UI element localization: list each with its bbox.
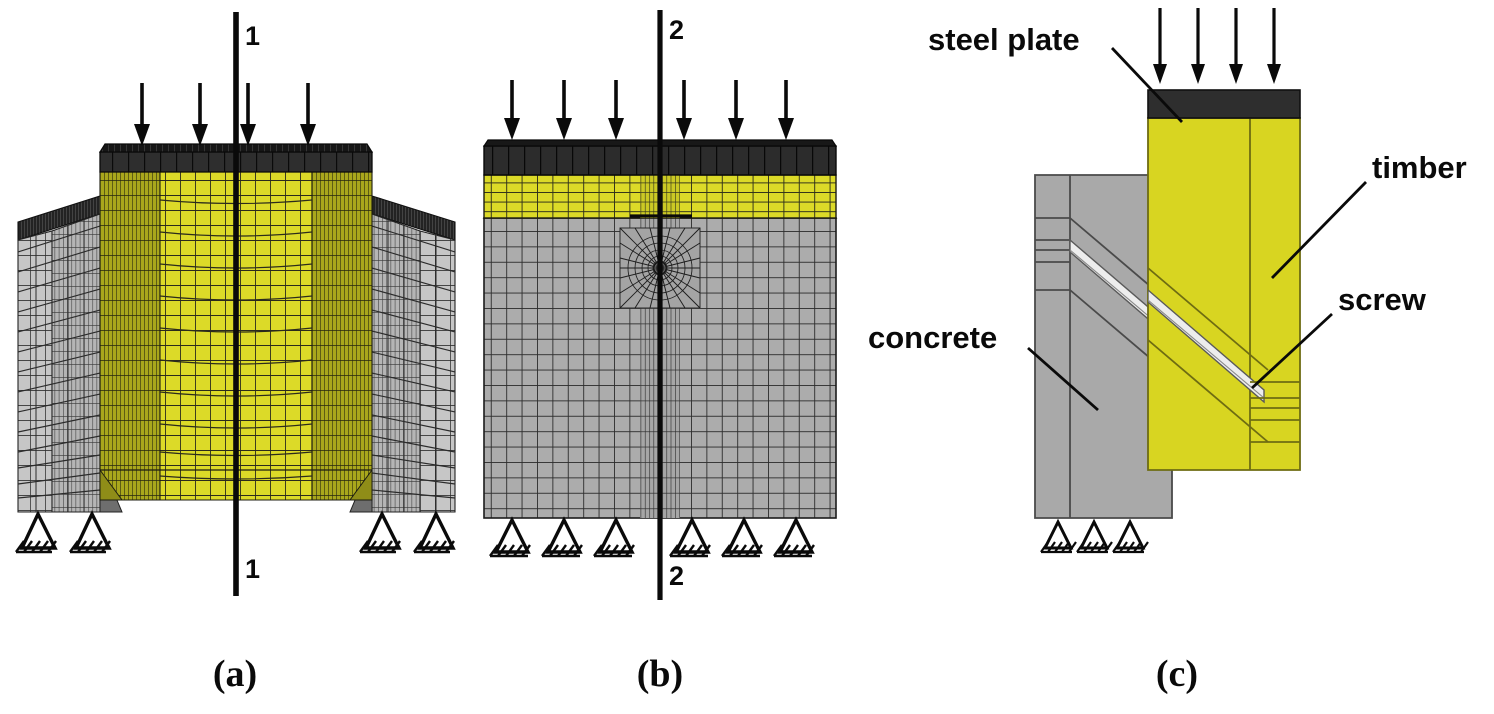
- panel-b: 2 2 (b): [460, 0, 860, 714]
- panel-c: steel plate timber screw concrete (c): [860, 0, 1494, 714]
- leader-line-concrete: [1027, 346, 1099, 412]
- caption-c: (c): [1155, 653, 1199, 695]
- section-label-top: 1: [245, 21, 260, 51]
- right-concrete-mesh-lines: [372, 220, 455, 512]
- section-label-bottom: 2: [669, 561, 684, 591]
- callout-timber: timber: [1270, 150, 1467, 279]
- leader-line-steel-plate: [1110, 47, 1184, 123]
- label-concrete: concrete: [868, 320, 997, 355]
- timber-block: [1147, 117, 1301, 471]
- leader-line-timber: [1270, 181, 1368, 279]
- load-arrow-heads: [1153, 64, 1281, 84]
- supports: [489, 516, 815, 558]
- load-arrow-heads: [134, 124, 316, 146]
- caption-b: (b): [636, 653, 684, 695]
- load-arrows: [510, 80, 788, 130]
- label-timber: timber: [1372, 150, 1467, 185]
- panel-a-drawing: 1 1: [15, 12, 456, 596]
- load-arrows: [140, 83, 310, 136]
- left-concrete-block: [17, 195, 123, 513]
- supports: [15, 510, 456, 554]
- callout-screw: screw: [1251, 282, 1427, 390]
- section-line-2: 2 2: [657, 10, 684, 600]
- caption-a: (a): [212, 653, 258, 695]
- timber-screw-channel: [1148, 267, 1300, 443]
- supports: [1040, 518, 1149, 554]
- right-concrete-block: [349, 195, 456, 513]
- section-label-top: 2: [669, 15, 684, 45]
- steel-plate: [1147, 89, 1301, 119]
- panel-a: 1 1 (a): [0, 0, 470, 714]
- load-arrow-heads: [504, 118, 794, 140]
- section-label-bottom: 1: [245, 554, 260, 584]
- callout-concrete: concrete: [868, 320, 1099, 412]
- label-screw: screw: [1338, 282, 1427, 317]
- left-concrete-mesh-lines: [18, 220, 100, 512]
- section-line-1: 1 1: [233, 12, 260, 596]
- load-arrows: [1158, 8, 1276, 72]
- label-steel-plate: steel plate: [928, 22, 1080, 57]
- panel-b-drawing: 2 2: [482, 10, 838, 600]
- leader-line-screw: [1251, 312, 1333, 390]
- callout-steel-plate: steel plate: [928, 22, 1184, 123]
- panel-c-drawing: steel plate timber screw concrete: [868, 8, 1467, 554]
